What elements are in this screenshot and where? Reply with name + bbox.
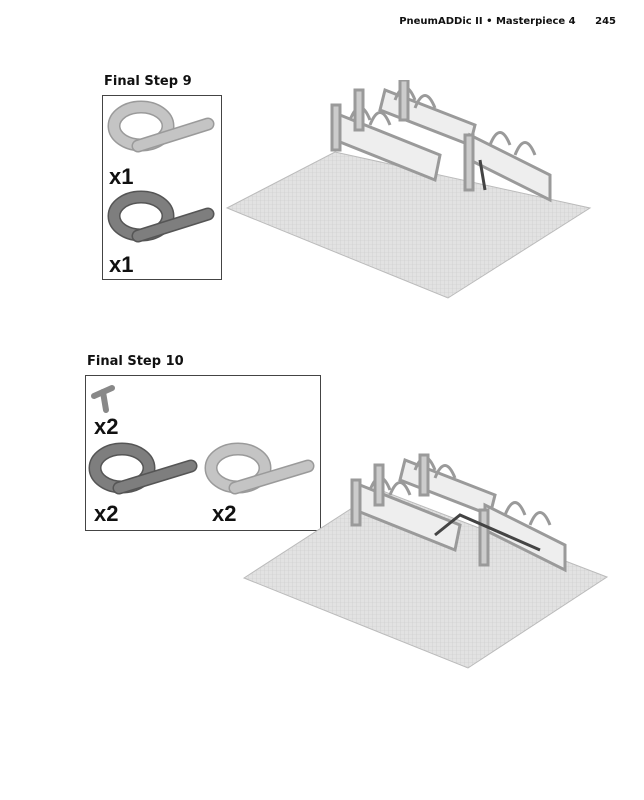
step-10-title: Final Step 10 [87,354,184,369]
step-10-parts-illustration [88,385,315,495]
step-10-parts-box: x2 x2 x2 [85,375,321,531]
dark-tube-loop-icon [88,442,198,495]
light-tube-loop-icon [107,100,215,153]
step-9-title: Final Step 9 [104,74,192,89]
pneumatic-model [350,453,567,573]
step-9-parts-box: x1 x1 [102,95,222,280]
dark-tube-loop-icon [107,190,215,243]
t-connector-icon [91,385,115,413]
chapter-title: Masterpiece 4 [495,16,576,27]
header-separator: • [486,16,493,27]
step-9-model-illustration [225,80,592,299]
running-header: PneumADDic II • Masterpiece 4 245 [399,16,616,27]
light-tube-loop-icon [204,442,315,495]
step-10-model-illustration [242,453,609,669]
pneumatic-model [330,80,552,203]
book-title: PneumADDic II [399,16,483,27]
page-number: 245 [595,16,616,27]
baseplate [242,489,609,669]
baseplate [225,151,592,299]
part-quantity: x1 [109,252,134,277]
step-9-parts-illustration [107,100,215,243]
part-quantity: x2 [94,414,119,439]
part-quantity: x2 [94,501,119,526]
part-quantity: x1 [109,164,134,189]
part-quantity: x2 [212,501,237,526]
